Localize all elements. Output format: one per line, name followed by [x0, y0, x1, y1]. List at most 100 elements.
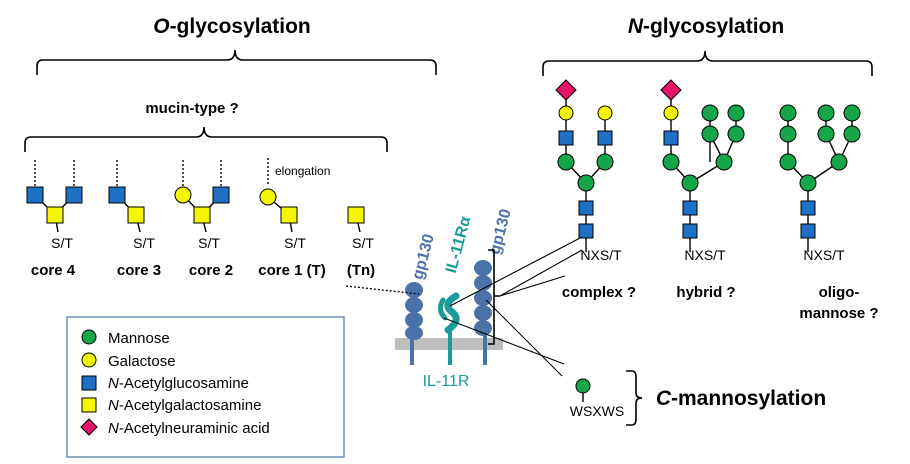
neu5ac-diamond-icon	[660, 79, 682, 101]
c-mannosylation-title: C-mannosylation	[656, 387, 826, 410]
core-2-structure: S/T	[174, 160, 230, 251]
n-glycosylation-title: N-glycosylation	[628, 15, 784, 38]
nxs-t-site: NXS/T	[803, 247, 845, 263]
n-glycosylation-bracket	[542, 50, 873, 76]
legend-galactose: Galactose	[108, 353, 176, 370]
nxs-t-site: NXS/T	[684, 247, 726, 263]
mannose-circle-icon	[701, 125, 719, 143]
core-3-label: core 3	[117, 262, 161, 279]
mannose-circle-icon	[817, 104, 835, 122]
galactose-circle-icon	[259, 188, 277, 206]
glcnac-square-icon	[663, 130, 679, 146]
hybrid-label: hybrid ?	[676, 284, 735, 301]
mannose-circle-icon	[727, 125, 745, 143]
glcnac-legend-icon	[81, 375, 97, 391]
tn-structure: S/T	[347, 206, 374, 251]
core-1-structure: elongation S/T	[259, 158, 330, 251]
o-glycosylation-bracket	[36, 49, 437, 75]
galactose-circle-icon	[597, 105, 613, 121]
galnac-square-icon	[280, 206, 298, 224]
galactose-circle-icon	[174, 186, 192, 204]
oligomannose-label-line1: oligo-	[819, 284, 860, 301]
elongation-label: elongation	[275, 164, 330, 178]
gp130-left-domains	[405, 282, 423, 365]
mannose-circle-icon	[727, 104, 745, 122]
legend-mannose: Mannose	[108, 330, 170, 347]
mannose-circle-icon	[701, 104, 719, 122]
galnac-square-icon	[127, 206, 145, 224]
galnac-square-icon	[193, 206, 211, 224]
legend-box	[66, 316, 345, 458]
mannose-circle-icon	[575, 378, 591, 394]
complex-glycan-structure: NXS/T	[555, 79, 622, 263]
mannose-circle-icon	[779, 153, 797, 171]
c-mannosylation-bracket	[626, 370, 643, 426]
tn-label: (Tn)	[347, 262, 375, 279]
wsxws-site: WSXWS	[570, 403, 624, 419]
glcnac-square-icon	[800, 200, 816, 216]
o-glycosylation-title: O-glycosylation	[153, 15, 311, 38]
core-4-structure: S/T	[26, 160, 83, 251]
il11r-label: IL-11R	[423, 373, 470, 390]
mannose-circle-icon	[715, 153, 733, 171]
core-3-structure: S/T	[108, 160, 155, 251]
mannose-legend-icon	[81, 329, 97, 345]
il11-receptor-complex: gp130 IL-11Rα gp130 IL-11R	[395, 207, 515, 390]
glcnac-square-icon	[558, 130, 574, 146]
mannose-circle-icon	[577, 174, 595, 192]
mannose-circle-icon	[596, 153, 614, 171]
galnac-legend-icon	[81, 397, 97, 413]
mucin-type-bracket	[24, 126, 388, 152]
galnac-square-icon	[347, 206, 365, 224]
glcnac-square-icon	[682, 223, 698, 239]
mannose-circle-icon	[662, 153, 680, 171]
mannose-circle-icon	[843, 104, 861, 122]
glcnac-square-icon	[108, 186, 126, 204]
mannose-circle-icon	[799, 174, 817, 192]
il11ra-domains	[437, 292, 460, 365]
hybrid-glycan-structure: NXS/T	[660, 79, 745, 263]
mannose-circle-icon	[557, 153, 575, 171]
glcnac-square-icon	[597, 130, 613, 146]
oligomannose-label-line2: mannose ?	[799, 305, 878, 322]
glcnac-square-icon	[578, 223, 594, 239]
galactose-circle-icon	[558, 105, 574, 121]
galnac-square-icon	[46, 206, 64, 224]
glcnac-square-icon	[26, 186, 44, 204]
s-t-site: S/T	[51, 235, 73, 251]
connector-lines	[345, 236, 583, 377]
mannose-circle-icon	[681, 174, 699, 192]
glcnac-square-icon	[65, 186, 83, 204]
mannose-circle-icon	[779, 104, 797, 122]
gp130-left-label: gp130	[409, 232, 437, 281]
s-t-site: S/T	[284, 235, 306, 251]
core-1-label: core 1 (T)	[258, 262, 326, 279]
galactose-circle-icon	[663, 105, 679, 121]
il11ra-label: IL-11Rα	[443, 215, 474, 275]
complex-label: complex ?	[562, 284, 636, 301]
gp130-right-label: gp130	[486, 207, 514, 256]
mannose-circle-icon	[843, 125, 861, 143]
galactose-legend-icon	[81, 352, 97, 368]
s-t-site: S/T	[352, 235, 374, 251]
neu5ac-legend-icon	[80, 418, 98, 436]
mannose-circle-icon	[817, 125, 835, 143]
s-t-site: S/T	[133, 235, 155, 251]
glcnac-square-icon	[800, 223, 816, 239]
s-t-site: S/T	[198, 235, 220, 251]
neu5ac-diamond-icon	[555, 79, 577, 101]
glcnac-square-icon	[212, 186, 230, 204]
c-mannosylation-structure: WSXWS	[570, 370, 643, 426]
mannose-circle-icon	[830, 153, 848, 171]
mannose-circle-icon	[779, 125, 797, 143]
mucin-type-label: mucin-type ?	[145, 100, 238, 117]
glcnac-square-icon	[682, 200, 698, 216]
core-2-label: core 2	[189, 262, 233, 279]
legend: Mannose Galactose N-Acetylglucosamine N-…	[66, 316, 345, 458]
glcnac-square-icon	[578, 200, 594, 216]
core-4-label: core 4	[31, 262, 76, 279]
legend-galnac: N-Acetylgalactosamine	[108, 397, 261, 414]
gp130-right-bracket	[488, 249, 500, 345]
